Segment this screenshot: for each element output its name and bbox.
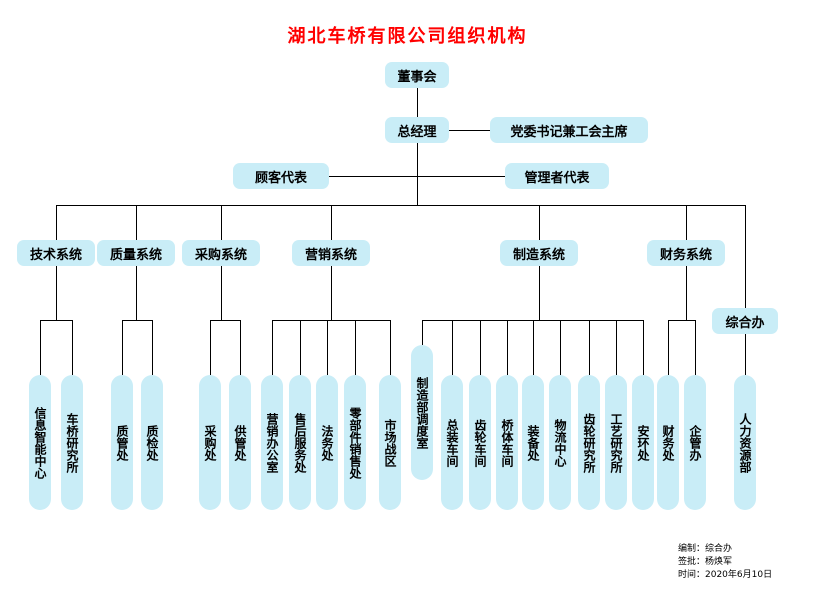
- connector: [668, 320, 669, 375]
- connector: [643, 320, 644, 375]
- connector: [272, 320, 273, 375]
- connector: [390, 320, 391, 375]
- node-management-representative: 管理者代表: [505, 163, 609, 189]
- dept-parts-sales-office: 零部件销售处: [344, 375, 366, 510]
- connector: [136, 266, 137, 320]
- node-finance-system: 财务系统: [647, 240, 725, 266]
- connector: [300, 320, 301, 375]
- connector: [417, 143, 418, 205]
- connector: [452, 320, 453, 375]
- connector: [152, 320, 153, 375]
- connector: [422, 320, 643, 321]
- node-customer-representative: 顾客代表: [233, 163, 329, 189]
- dept-logistics-center: 物流中心: [549, 375, 571, 510]
- connector: [668, 320, 695, 321]
- connector: [221, 205, 222, 240]
- credit-date: 时间：2020年6月10日: [678, 570, 773, 581]
- connector: [327, 320, 328, 375]
- connector: [331, 266, 332, 320]
- connector: [329, 176, 505, 177]
- connector: [539, 205, 540, 240]
- node-board-of-directors: 董事会: [385, 62, 449, 88]
- connector: [745, 334, 746, 375]
- connector: [449, 130, 490, 131]
- connector: [745, 205, 746, 308]
- dept-purchasing-office: 采购处: [199, 375, 221, 510]
- connector: [331, 205, 332, 240]
- node-marketing-system: 营销系统: [292, 240, 370, 266]
- connector: [221, 266, 222, 320]
- dept-assembly-workshop: 总装车间: [441, 375, 463, 510]
- connector: [56, 205, 745, 206]
- dept-legal-affairs-office: 法务处: [316, 375, 338, 510]
- node-manufacturing-system: 制造系统: [500, 240, 578, 266]
- dept-human-resources: 人力资源部: [734, 375, 756, 510]
- dept-process-research-institute: 工艺研究所: [605, 375, 627, 510]
- connector: [240, 320, 241, 375]
- node-quality-system: 质量系统: [97, 240, 175, 266]
- connector: [56, 266, 57, 320]
- credit-prepared-by: 编制：综合办: [678, 544, 733, 554]
- dept-quality-inspection-office: 质检处: [141, 375, 163, 510]
- dept-finance-office: 财务处: [657, 375, 679, 510]
- connector: [210, 320, 211, 375]
- connector: [480, 320, 481, 375]
- credits-block: 编制：综合办 签批：杨焕军 时间：2020年6月10日: [678, 543, 772, 582]
- credit-approved-by: 签批：杨焕军: [678, 557, 733, 568]
- dept-manufacturing-dispatch-office: 制造部调度室: [411, 345, 433, 480]
- connector: [686, 205, 687, 240]
- dept-quality-management-office: 质管处: [111, 375, 133, 510]
- dept-gear-research-institute: 齿轮研究所: [578, 375, 600, 510]
- connector: [695, 320, 696, 375]
- dept-axle-body-workshop: 桥体车间: [496, 375, 518, 510]
- dept-market-zone: 市场战区: [379, 375, 401, 510]
- page-title: 湖北车桥有限公司组织机构: [287, 26, 528, 47]
- node-procurement-system: 采购系统: [182, 240, 260, 266]
- connector: [122, 320, 123, 375]
- connector: [616, 320, 617, 375]
- dept-axle-research-institute: 车桥研究所: [61, 375, 83, 510]
- connector: [686, 266, 687, 320]
- dept-safety-environment-office: 安环处: [632, 375, 654, 510]
- connector: [589, 320, 590, 375]
- connector: [72, 320, 73, 375]
- dept-after-sales-service-office: 售后服务处: [289, 375, 311, 510]
- node-tech-system: 技术系统: [17, 240, 95, 266]
- dept-information-intelligence-center: 信息智能中心: [29, 375, 51, 510]
- connector: [40, 320, 41, 375]
- dept-gear-workshop: 齿轮车间: [469, 375, 491, 510]
- connector: [422, 320, 423, 345]
- node-general-office: 综合办: [712, 308, 778, 334]
- connector: [417, 88, 418, 117]
- connector: [539, 266, 540, 320]
- node-general-manager: 总经理: [385, 117, 449, 143]
- connector: [210, 320, 240, 321]
- dept-equipment-office: 装备处: [522, 375, 544, 510]
- connector: [533, 320, 534, 375]
- connector: [507, 320, 508, 375]
- dept-enterprise-management-office: 企管办: [684, 375, 706, 510]
- node-party-secretary-union-chairman: 党委书记兼工会主席: [490, 117, 648, 143]
- connector: [560, 320, 561, 375]
- connector: [122, 320, 152, 321]
- connector: [136, 205, 137, 240]
- connector: [40, 320, 72, 321]
- connector: [355, 320, 356, 375]
- dept-supply-management-office: 供管处: [229, 375, 251, 510]
- dept-marketing-office: 营销办公室: [261, 375, 283, 510]
- connector: [272, 320, 390, 321]
- connector: [56, 205, 57, 240]
